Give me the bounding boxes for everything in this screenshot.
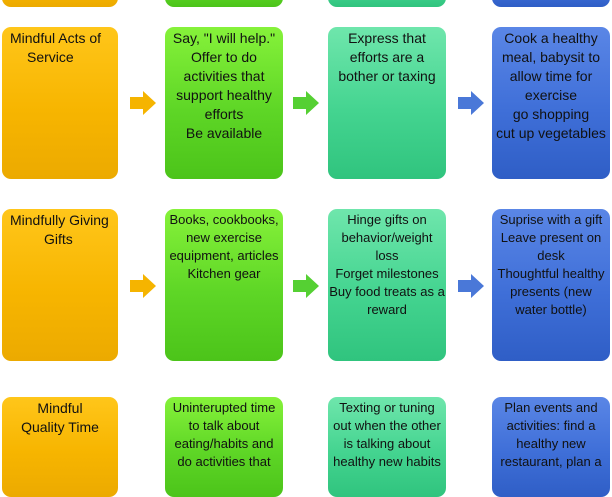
text-line: Suprise with a gift [499,212,603,227]
text-line: Thoughtful healthy [497,266,605,281]
text-line: Hinge gifts on [347,212,427,227]
row2-negative-box: Hinge gifts on behavior/weight loss Forg… [328,209,446,361]
text-line: desk [537,248,565,263]
text-line: go shopping [512,106,590,122]
row1-positive-box: Say, "I will help." Offer to do activiti… [165,27,283,179]
text-line: bother or taxing [338,68,436,84]
text-line: Offer to do [191,49,257,65]
arrow-right-icon [130,274,156,298]
row1-category-box: Mindful Acts of Service [2,27,118,179]
arrow-right-icon [130,91,156,115]
text-line: activities: find a [506,418,596,433]
text-line: new exercise [186,230,262,245]
text-line: Mindful Acts of [10,30,102,46]
row1-example-box: Cook a healthy meal, babysit to allow ti… [492,27,610,179]
arrow-right-icon [293,274,319,298]
text-line: Books, cookbooks, [169,212,279,227]
text-line: efforts are a [349,49,425,65]
top-partial-box-3 [328,0,446,7]
row3-positive-box: Uninterupted time to talk about eating/h… [165,397,283,497]
arrow-right-icon [458,91,484,115]
arrow-right-icon [293,91,319,115]
text-line: Cook a healthy [504,30,598,46]
row3-negative-box: Texting or tuning out when the other is … [328,397,446,497]
text-line: healthy new habits [333,454,441,469]
top-partial-box-2 [165,0,283,7]
text-line: support healthy [176,87,272,103]
text-line: is talking about [343,436,431,451]
text-line: exercise [524,87,578,103]
text-line: Service [27,49,74,65]
text-line: to talk about [188,418,260,433]
text-line: behavior/weight [341,230,433,245]
row2-category-box: Mindfully Giving Gifts [2,209,118,361]
row1-negative-box: Express that efforts are a bother or tax… [328,27,446,179]
text-line: Gifts [44,231,73,247]
text-line: reward [367,302,407,317]
text-line: meal, babysit to [501,49,601,65]
row3-example-box: Plan events and activities: find a healt… [492,397,610,497]
text-line: restaurant, plan a [500,454,602,469]
top-partial-box-1 [2,0,118,7]
text-line: allow time for [509,68,593,84]
text-line: Express that [348,30,426,46]
text-line: eating/habits and [174,436,274,451]
text-line: Plan events and [504,400,598,415]
row2-example-box: Suprise with a gift Leave present on des… [492,209,610,361]
text-line: equipment, articles [169,248,279,263]
arrow-right-icon [458,274,484,298]
text-line: water bottle) [515,302,587,317]
text-line: loss [375,248,399,263]
text-line: Forget milestones [335,266,439,281]
text-line: do activities that [177,454,271,469]
row3-category-box: Mindful Quality Time [2,397,118,497]
text-line: cut up vegetables [496,125,606,141]
text-line: healthy new [516,436,586,451]
text-line: efforts [204,106,244,122]
text-line: Leave present on [500,230,602,245]
text-line: Kitchen gear [187,266,261,281]
top-partial-box-4 [492,0,610,7]
text-line: Buy food treats as a [329,284,445,299]
text-line: Uninterupted time [172,400,276,415]
text-line: Texting or tuning [339,400,435,415]
row2-positive-box: Books, cookbooks, new exercise equipment… [165,209,283,361]
text-line: Say, "I will help." [172,30,276,46]
text-line: activities that [183,68,265,84]
text-line: Mindful [37,400,83,416]
text-line: Be available [185,125,263,141]
text-line: out when the other [333,418,441,433]
text-line: presents (new [510,284,592,299]
text-line: Mindfully Giving [10,212,109,228]
text-line: Quality Time [21,419,99,435]
